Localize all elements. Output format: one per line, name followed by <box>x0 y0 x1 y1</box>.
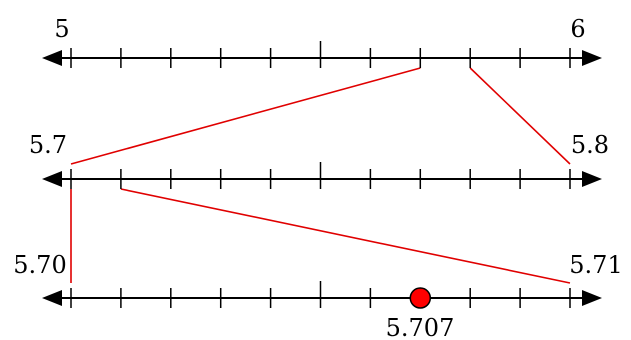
number-lines <box>42 41 602 309</box>
line-2-end-label: 5.8 <box>571 131 609 159</box>
line-1-end-label: 6 <box>570 15 585 43</box>
left-arrow-icon <box>42 171 62 187</box>
number-line-1 <box>42 41 602 68</box>
line-2-start-label: 5.7 <box>29 131 67 159</box>
line-3-start-label: 5.70 <box>13 251 66 279</box>
line-1-start-label: 5 <box>54 15 69 43</box>
labels: 5 6 5.7 5.8 5.70 5.71 5.707 <box>13 15 622 340</box>
right-arrow-icon <box>582 290 602 306</box>
number-line-2 <box>42 162 602 189</box>
right-arrow-icon <box>582 171 602 187</box>
line-3-end-label: 5.71 <box>569 251 622 279</box>
left-arrow-icon <box>42 290 62 306</box>
zoom-connector-left-1 <box>70 67 421 165</box>
number-line-3 <box>42 281 602 308</box>
left-arrow-icon <box>42 50 62 66</box>
zoom-connector-right-1 <box>469 67 571 165</box>
zoom-connectors <box>70 67 571 284</box>
zoom-connector-right-2 <box>120 188 571 284</box>
marked-point-label: 5.707 <box>386 314 455 340</box>
right-arrow-icon <box>582 50 602 66</box>
marked-point <box>409 287 432 309</box>
